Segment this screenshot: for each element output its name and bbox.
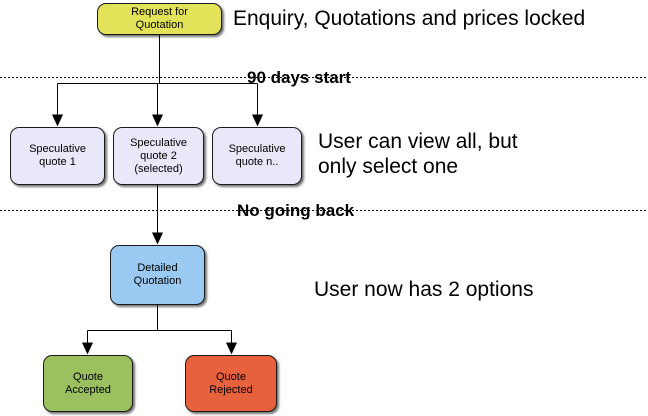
node-quote-accepted: Quote Accepted [43,355,133,412]
node-request-for-quotation: Request for Quotation [97,3,222,35]
node-speculative-quote-1-label: Speculative quote 1 [29,143,86,168]
node-speculative-quote-2-label: Speculative quote 2 (selected) [130,136,187,175]
node-speculative-quote-n: Speculative quote n.. [212,127,302,185]
node-request-for-quotation-label: Request for Quotation [131,6,188,31]
arrowhead [226,342,237,355]
annotation-view-all-note: User can view all, but only select one [318,130,518,178]
node-speculative-quote-2: Speculative quote 2 (selected) [113,127,204,185]
arrowhead [82,342,93,355]
arrowhead [252,114,263,127]
annotation-90-days-start: 90 days start [247,68,351,87]
node-speculative-quote-1: Speculative quote 1 [10,127,105,185]
node-detailed-quotation: Detailed Quotation [110,245,205,305]
node-speculative-quote-n-label: Speculative quote n.. [228,143,286,168]
node-quote-rejected-label: Quote Rejected [209,370,253,396]
arrowhead [52,114,63,127]
annotation-enquiry-note: Enquiry, Quotations and prices locked [233,7,586,30]
annotation-no-going-back: No going back [237,201,355,220]
annotation-two-options-note: User now has 2 options [314,278,534,301]
node-quote-rejected: Quote Rejected [185,355,277,412]
arrowhead [152,114,163,127]
node-detailed-quotation-label: Detailed Quotation [133,262,182,287]
node-quote-accepted-label: Quote Accepted [65,370,111,396]
arrowhead [152,232,163,245]
